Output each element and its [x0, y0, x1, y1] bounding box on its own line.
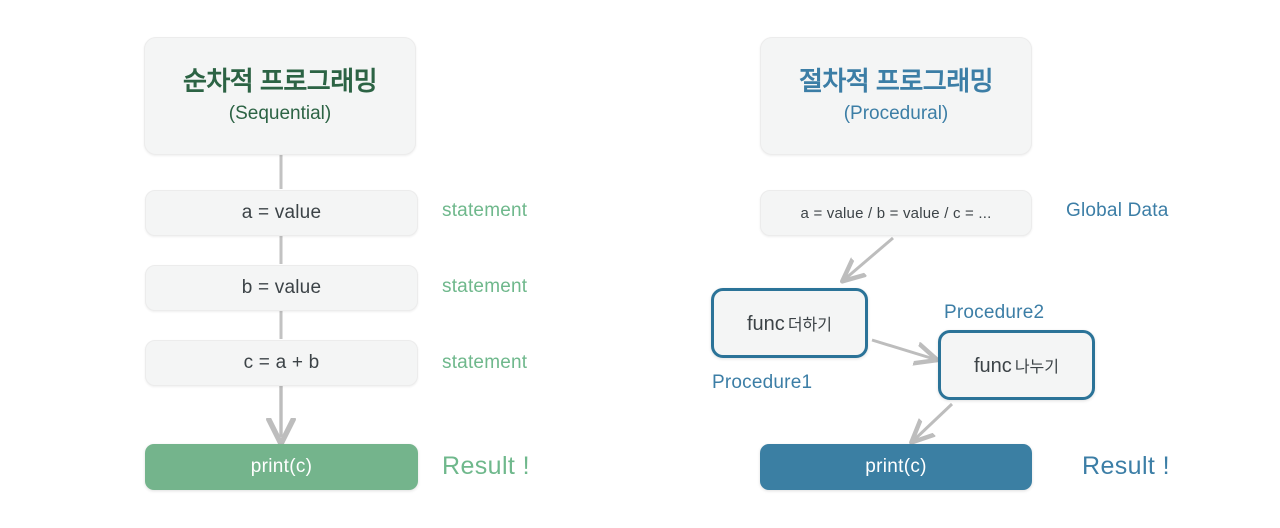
procedure-1-fn: func [747, 312, 785, 335]
right-header-subtitle: (Procedural) [843, 103, 949, 125]
left-header-title: 순차적 프로그래밍 [182, 65, 378, 96]
global-data-text: a = value / b = value / c = ... [800, 204, 992, 222]
left-step-1: a = value [145, 190, 418, 236]
left-step-2-text: b = value [241, 277, 322, 298]
arrow-procedure2-to-result [914, 402, 954, 440]
procedure-1-name: 더하기 [787, 316, 832, 334]
arrow-globaldata-to-procedure1 [845, 236, 894, 279]
procedure-1-label-text: Procedure1 [712, 372, 813, 393]
procedure-1-label: Procedure1 [712, 372, 812, 394]
right-header-card: 절차적 프로그래밍 (Procedural) [760, 37, 1032, 155]
procedure-2-label-text: Procedure2 [944, 302, 1045, 323]
left-step-2-label-text: statement [442, 276, 528, 297]
left-step-3: c = a + b [145, 340, 418, 386]
left-step-1-label-text: statement [442, 200, 528, 221]
left-step-2-label: statement [442, 276, 527, 298]
left-result-label: Result ! [442, 452, 530, 481]
global-data-label: Global Data [1066, 200, 1169, 222]
right-result-text: print(c) [865, 456, 927, 477]
left-result-label-text: Result ! [442, 452, 530, 480]
procedure-2-fn: func [974, 354, 1012, 377]
right-result-label-text: Result ! [1082, 452, 1170, 480]
left-result-box: print(c) [145, 444, 418, 490]
left-step-2: b = value [145, 265, 418, 311]
arrow-procedure1-to-procedure2 [871, 338, 934, 359]
left-step-3-text: c = a + b [243, 352, 320, 373]
left-step-1-label: statement [442, 200, 527, 222]
left-header-card: 순차적 프로그래밍 (Sequential) [144, 37, 416, 155]
left-header-subtitle: (Sequential) [228, 103, 332, 125]
procedure-2-label: Procedure2 [944, 302, 1044, 324]
left-step-3-label-text: statement [442, 352, 528, 373]
global-data-box: a = value / b = value / c = ... [760, 190, 1032, 236]
procedure-2-name: 나누기 [1014, 358, 1059, 376]
left-result-text: print(c) [250, 456, 313, 477]
global-data-label-text: Global Data [1066, 200, 1169, 221]
right-result-box: print(c) [760, 444, 1032, 490]
left-step-1-text: a = value [241, 202, 322, 223]
right-header-title: 절차적 프로그래밍 [798, 65, 994, 96]
left-step-3-label: statement [442, 352, 527, 374]
right-result-label: Result ! [1082, 452, 1170, 481]
